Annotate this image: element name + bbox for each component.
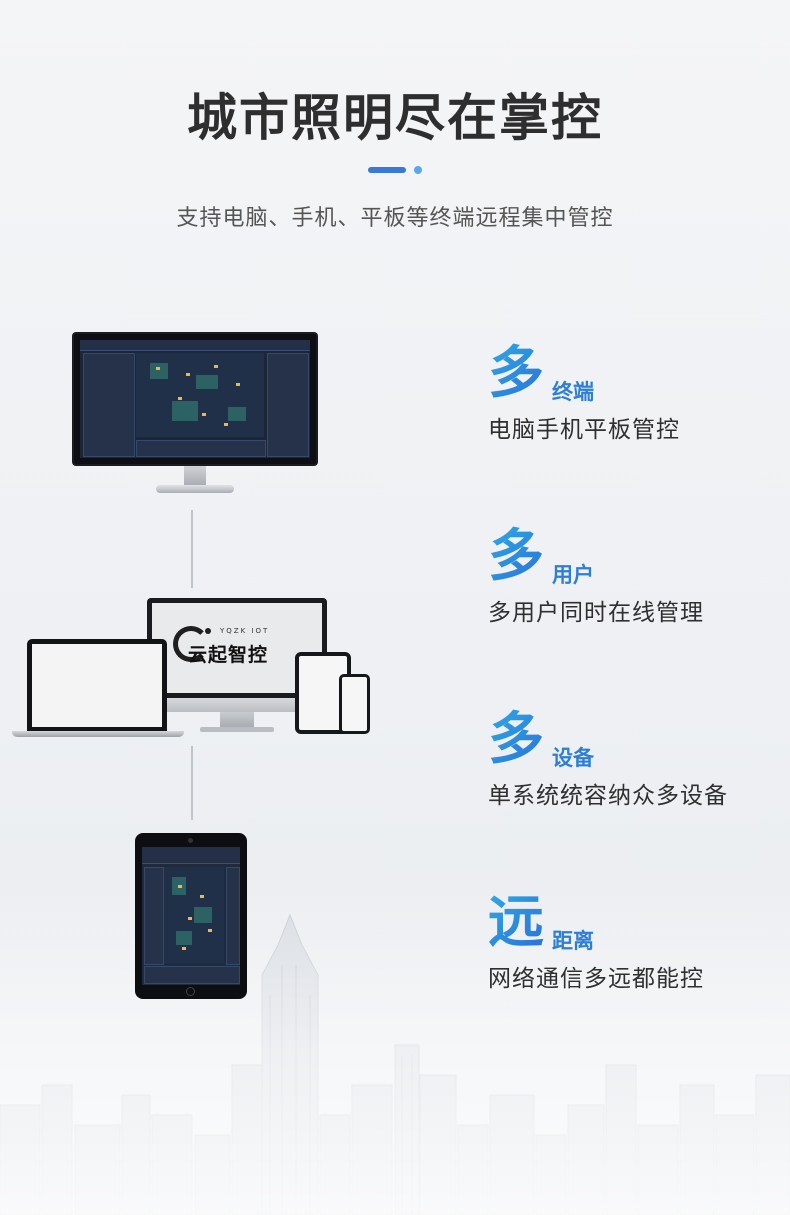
monitor-frame xyxy=(72,332,318,466)
tablet-home-button xyxy=(186,987,195,996)
imac-foot xyxy=(200,727,274,732)
feature-long-distance: 远 距离 网络通信多远都能控 xyxy=(488,891,778,1001)
monitor-base xyxy=(156,485,234,493)
lamp-pin-icon xyxy=(236,383,240,386)
map-region xyxy=(150,363,168,379)
dashboard-map xyxy=(136,353,264,437)
monitor-neck xyxy=(184,466,206,486)
feature-big-char: 多 xyxy=(488,341,544,406)
multi-device-illustration: YQZK IOT 云起智控 xyxy=(10,594,380,744)
title-underline-dot xyxy=(414,166,422,174)
lamp-pin-icon xyxy=(178,885,182,888)
lamp-pin-icon xyxy=(178,397,182,400)
map-region xyxy=(196,375,218,389)
tablet-camera xyxy=(188,838,193,843)
tablet-dashboard-screen xyxy=(142,847,240,985)
lamp-pin-icon xyxy=(182,947,186,950)
feature-multi-user: 多 用户 多用户同时在线管理 xyxy=(488,525,778,635)
feature-description: 单系统统容纳众多设备 xyxy=(488,783,728,809)
tablet-dashboard-bottom xyxy=(144,966,240,984)
map-region xyxy=(194,907,212,923)
lamp-pin-icon xyxy=(214,365,218,368)
feature-description: 网络通信多远都能控 xyxy=(488,966,704,992)
white-phone xyxy=(339,674,370,734)
lamp-pin-icon xyxy=(186,373,190,376)
feature-description: 多用户同时在线管理 xyxy=(488,600,704,626)
laptop-screen xyxy=(27,639,167,732)
map-region xyxy=(228,407,246,421)
dashboard-bottom-panel xyxy=(136,440,266,457)
lamp-pin-icon xyxy=(156,367,160,370)
connector-line-top xyxy=(191,510,193,588)
tablet-dashboard-right xyxy=(226,867,240,965)
title-decoration xyxy=(0,166,790,176)
map-region xyxy=(176,931,192,945)
lamp-pin-icon xyxy=(202,413,206,416)
city-skyline-background xyxy=(0,885,790,1215)
brand-logo-text: 云起智控 xyxy=(188,644,269,666)
map-region xyxy=(172,401,198,421)
dashboard-topbar xyxy=(80,340,310,351)
page-subtitle: 支持电脑、手机、平板等终端远程集中管控 xyxy=(176,206,614,231)
feature-keyword: 设备 xyxy=(552,746,594,770)
feature-big-char: 远 xyxy=(488,890,544,955)
feature-description: 电脑手机平板管控 xyxy=(488,417,680,443)
page-title: 城市照明尽在掌控 xyxy=(187,89,603,147)
brand-logo-small: YQZK IOT xyxy=(220,627,270,635)
feature-big-char: 多 xyxy=(488,707,544,772)
dashboard-screen xyxy=(80,340,310,458)
feature-big-char: 多 xyxy=(488,524,544,589)
brand-logo-dot xyxy=(205,628,211,634)
dashboard-right-panel xyxy=(267,353,309,457)
feature-multi-terminal: 多 终端 电脑手机平板管控 xyxy=(488,342,778,452)
feature-keyword: 用户 xyxy=(552,563,594,587)
imac-stand xyxy=(220,712,254,728)
feature-keyword: 终端 xyxy=(552,380,594,404)
feature-keyword: 距离 xyxy=(552,929,594,953)
lamp-pin-icon xyxy=(208,929,212,932)
tablet-dashboard-left xyxy=(144,867,164,965)
brand-logo-icon xyxy=(173,626,209,662)
laptop-base xyxy=(12,731,184,737)
tablet-dashboard-map xyxy=(164,867,224,963)
imac-chin xyxy=(147,698,327,712)
dashboard-left-panel xyxy=(83,353,135,457)
feature-multi-device: 多 设备 单系统统容纳众多设备 xyxy=(488,708,778,818)
tablet-illustration xyxy=(135,833,247,999)
lamp-pin-icon xyxy=(224,423,228,426)
tablet-dashboard-topbar xyxy=(142,847,240,864)
title-underline-bar xyxy=(368,167,406,173)
desktop-monitor-illustration xyxy=(72,332,318,502)
lamp-pin-icon xyxy=(188,917,192,920)
lamp-pin-icon xyxy=(200,895,204,898)
connector-line-bottom xyxy=(191,746,193,820)
